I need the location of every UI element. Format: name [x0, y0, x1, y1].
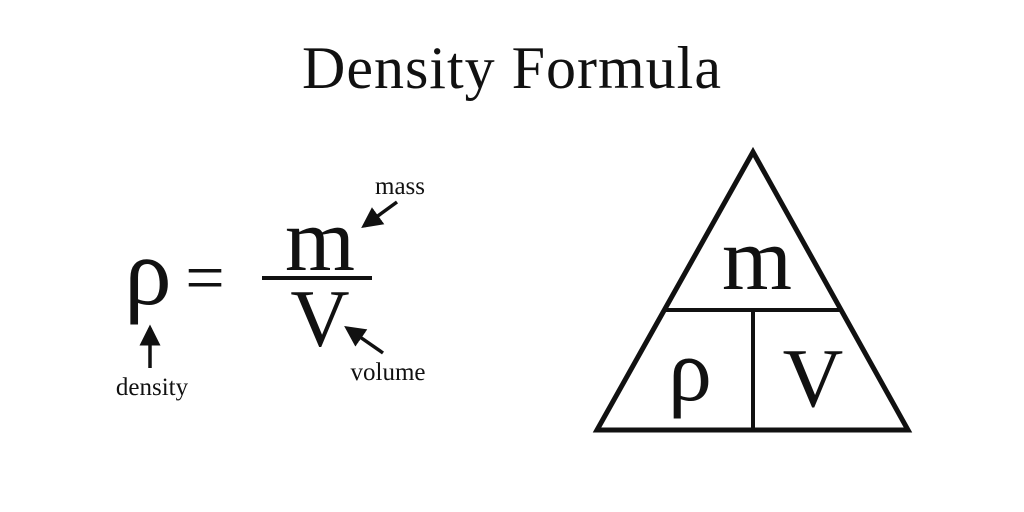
density-label: density [115, 374, 189, 401]
equals-sign: = [185, 240, 225, 317]
mass-label: mass [375, 173, 425, 200]
mass-arrow-icon [361, 200, 399, 229]
triangle-top-mass-symbol: m [721, 210, 793, 309]
triangle-bottom-right-volume-symbol: V [782, 332, 844, 425]
volume-arrow-icon [344, 326, 384, 355]
numerator-mass-symbol: m [284, 191, 356, 290]
fraction-bar [262, 276, 372, 280]
page-title: Density Formula [302, 35, 722, 101]
triangle-bottom-left-density-symbol: ρ [668, 323, 712, 420]
volume-label: volume [350, 359, 426, 386]
denominator-volume-symbol: V [290, 273, 350, 364]
rho-symbol: ρ [124, 219, 172, 325]
